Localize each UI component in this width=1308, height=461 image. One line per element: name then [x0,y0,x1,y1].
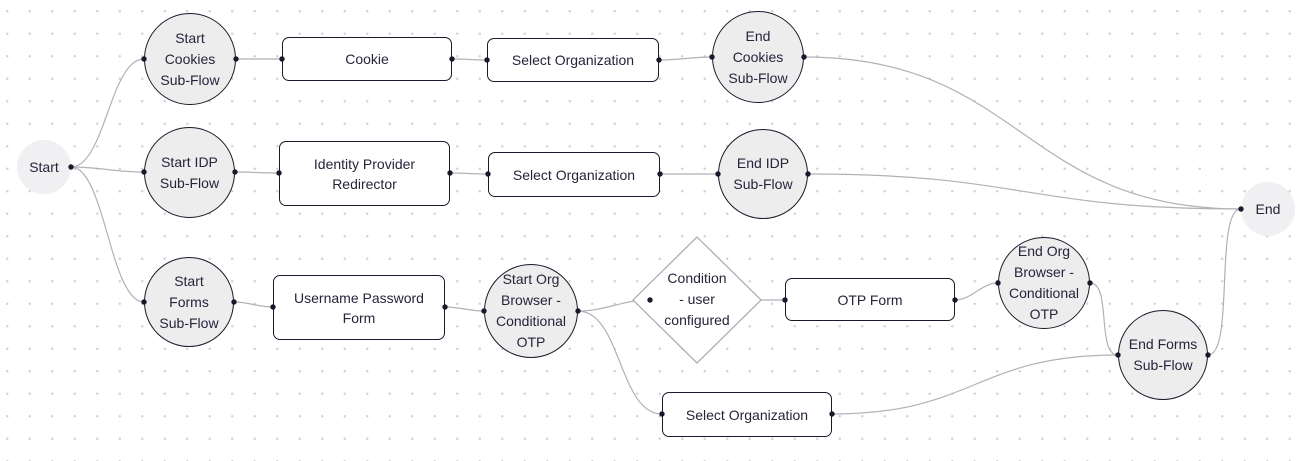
node-select-organization-idp[interactable]: Select Organization [488,152,660,197]
node-start-label: Start [29,159,59,175]
condition-diamond-node[interactable] [632,236,762,364]
edge-start-to-start-idp [70,166,145,173]
edge-start-to-start-cookies [70,58,145,168]
node-start[interactable]: Start [17,140,71,194]
edge-select-org-to-end-cookies [658,56,713,61]
edge-start-idp-to-idp-redirector [234,171,280,174]
edge-end-forms-to-end [1207,208,1242,356]
node-otp-form[interactable]: OTP Form [785,278,955,321]
node-cookie-label: Cookie [345,51,389,67]
edge-idp-redirector-to-select-org [449,172,489,175]
edge-select-org-forms-to-end-forms [831,354,1119,415]
edge-end-idp-to-end [807,173,1242,210]
edge-start-to-start-forms [70,166,145,303]
node-end[interactable]: End [1241,182,1295,236]
edge-otp-form-to-end-org-browser [954,282,999,301]
node-select-organization-forms-label: Select Organization [685,406,809,423]
edge-username-password-to-start-org-browser [444,306,485,312]
edge-end-org-browser-to-end-forms [1089,282,1119,356]
edge-cookie-to-select-org [451,58,488,61]
edge-start-org-browser-to-select-org-forms [577,310,663,415]
node-select-organization-forms[interactable]: Select Organization [662,392,832,437]
node-select-organization-cookies-label: Select Organization [511,52,635,68]
node-otp-form-label: OTP Form [837,291,903,308]
edge-start-forms-to-username-password [233,301,274,308]
node-end-label: End [1255,201,1281,217]
node-select-organization-idp-label: Select Organization [512,166,636,183]
node-select-organization-cookies[interactable]: Select Organization [487,38,659,82]
node-cookie[interactable]: Cookie [282,37,452,81]
edge-end-cookies-to-end [803,56,1242,210]
